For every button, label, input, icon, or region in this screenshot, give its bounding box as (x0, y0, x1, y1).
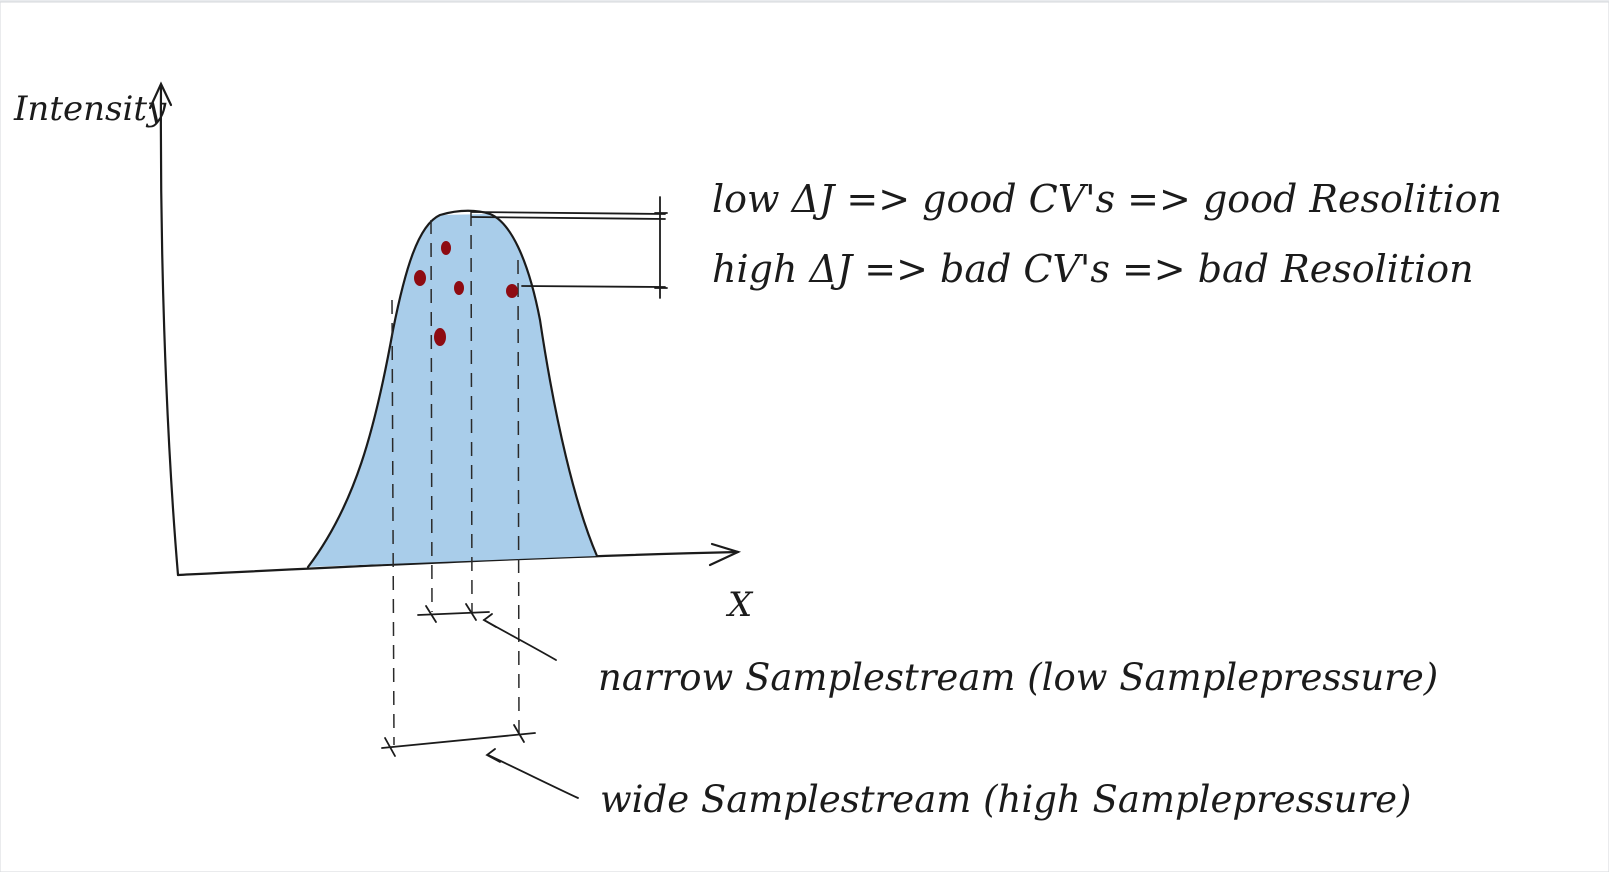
guide-narrow-right (470, 211, 473, 613)
sample-dot (441, 241, 451, 255)
sample-dot (454, 281, 464, 295)
narrow-measure-line (417, 611, 490, 616)
width-measures (381, 603, 579, 799)
guide-wide-right (517, 259, 520, 736)
y-axis-label: Intensity (13, 89, 167, 129)
delta-bracket (471, 196, 668, 299)
wide-pointer-arrow (487, 754, 579, 799)
note-bad-resolution: high ΔJ => bad CV's => bad Resolition (712, 247, 1474, 291)
wide-samplestream-label: wide Samplestream (high Samplepressure) (600, 778, 1411, 821)
wide-measure-line (381, 732, 536, 749)
wide-tick-left (384, 737, 396, 757)
peak (306, 209, 599, 569)
narrow-pointer-head (482, 613, 497, 628)
sample-dots (414, 241, 518, 346)
sample-dot (506, 284, 518, 298)
dashed-guides (391, 211, 520, 746)
narrow-tick-right (465, 603, 477, 621)
y-axis-arrow (148, 81, 173, 110)
level-top-line (471, 211, 666, 215)
narrow-tick-left (425, 605, 437, 623)
wide-tick-right (513, 724, 525, 743)
guide-narrow-left (430, 219, 433, 613)
axes (148, 81, 742, 577)
x-axis-arrow (708, 542, 742, 567)
peak-fill (308, 214, 597, 567)
level-top-line-2 (471, 216, 666, 220)
sample-dot (414, 270, 426, 286)
level-bottom-line (521, 285, 666, 288)
x-axis (176, 550, 740, 577)
note-good-resolution: low ΔJ => good CV's => good Resolition (712, 177, 1502, 221)
y-axis (159, 84, 180, 577)
x-axis-label: X (725, 585, 754, 625)
peak-outline (306, 209, 599, 569)
wide-pointer-head (485, 748, 501, 763)
guide-wide-left (391, 299, 395, 746)
narrow-samplestream-label: narrow Samplestream (low Samplepressure) (598, 656, 1438, 699)
sample-dot (434, 328, 446, 346)
